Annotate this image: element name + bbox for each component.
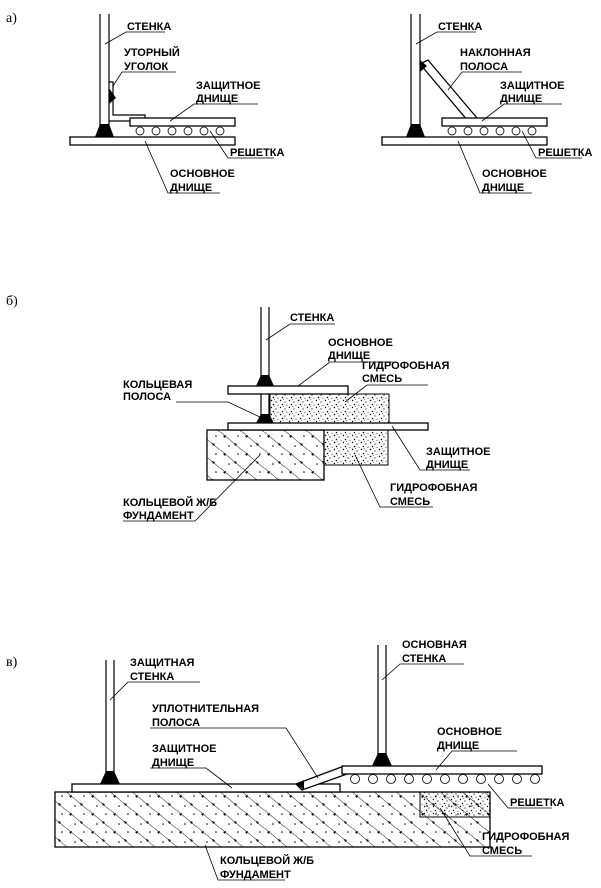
section-c-letter: в) [6, 655, 18, 670]
label-strip-line1: НАКЛОННАЯ [460, 47, 531, 59]
label-main-line1: ОСНОВНОЕ [328, 337, 393, 349]
label-foundation-line2: ФУНДАМЕНТ [220, 869, 291, 881]
label-hydro-upper-line1: ГИДРОФОБНАЯ [362, 360, 449, 372]
weld-upper [256, 375, 274, 386]
label-protective-wall-line1: ЗАЩИТНАЯ [130, 657, 195, 669]
wall-plate [260, 307, 270, 423]
ring-foundation [54, 791, 491, 848]
label-wall: СТЕНКА [290, 312, 334, 324]
label-hydro-lower-line2: СМЕСЬ [390, 496, 430, 508]
leaders [104, 31, 274, 194]
label-protective-line1: ЗАЩИТНОЕ [196, 80, 261, 92]
wall-plate [410, 14, 421, 137]
label-seal-line1: УПЛОТНИТЕЛЬНАЯ [152, 703, 259, 715]
main-bottom-plate [381, 136, 548, 146]
label-grid: РЕШЕТКА [230, 147, 284, 159]
sealing-weld [296, 780, 304, 790]
grid-bars [447, 126, 537, 136]
weld-bead [95, 124, 114, 137]
label-protective-line2: ДНИЩЕ [196, 93, 238, 105]
label-angle-line2: УГОЛОК [124, 61, 168, 73]
label-main-line2: ДНИЩЕ [482, 182, 524, 194]
section-a-letter: а) [6, 11, 17, 26]
label-foundation-line1: КОЛЬЦЕВОЙ Ж/Б [220, 854, 314, 867]
grid-bars [135, 126, 225, 136]
label-protective-bottom-line1: ЗАЩИТНОЕ [152, 743, 217, 755]
protective-wall-plate [105, 660, 115, 784]
label-protective-line1: ЗАЩИТНОЕ [500, 80, 565, 92]
ring-foundation [206, 429, 325, 481]
label-angle-line1: УТОРНЫЙ [124, 46, 180, 59]
bottom-angle [109, 81, 146, 122]
hydrophobic-mix-lower [323, 429, 389, 466]
main-wall-plate [377, 645, 387, 766]
weld-lower [256, 414, 274, 423]
protective-bottom-plate [441, 117, 548, 127]
section-c-detail: ЗАЩИТНАЯ СТЕНКА ОСНОВНАЯ СТЕНКА УПЛОТНИТ… [54, 639, 569, 881]
label-grid: РЕШЕТКА [538, 147, 592, 159]
section-b-letter: б) [6, 294, 18, 309]
label-hydro-line1: ГИДРОФОБНАЯ [482, 831, 569, 843]
label-protective-line2: ДНИЩЕ [500, 93, 542, 105]
label-wall: СТЕНКА [127, 21, 171, 33]
protective-wall-weld [100, 771, 120, 784]
hydrophobic-mix-upper [269, 393, 390, 424]
label-foundation-line2: ФУНДАМЕНТ [123, 510, 194, 522]
label-hydro-lower-line1: ГИДРОФОБНАЯ [390, 482, 477, 494]
label-main-line1: ОСНОВНОЕ [170, 168, 235, 180]
main-wall-weld [372, 753, 392, 766]
label-foundation-line1: КОЛЬЦЕВОЙ Ж/Б [123, 496, 217, 509]
wall-plate [99, 14, 110, 137]
label-strip-line2: ПОЛОСА [460, 61, 508, 73]
weld-bead [406, 124, 425, 137]
label-hydro-upper-line2: СМЕСЬ [362, 373, 402, 385]
label-main-wall-line2: СТЕНКА [402, 653, 446, 665]
label-protective-wall-line2: СТЕНКА [130, 671, 174, 683]
label-grid: РЕШЕТКА [510, 797, 564, 809]
leaders [415, 31, 582, 194]
label-main-wall-line1: ОСНОВНАЯ [402, 639, 467, 651]
main-bottom-plate [69, 136, 236, 146]
main-bottom-plate [341, 765, 543, 775]
section-a-right-detail: СТЕНКА НАКЛОННАЯ ПОЛОСА ЗАЩИТНОЕ ДНИЩЕ Р… [381, 14, 592, 194]
label-seal-line2: ПОЛОСА [152, 717, 200, 729]
section-b-detail: СТЕНКА ОСНОВНОЕ ДНИЩЕ КОЛЬЦЕВАЯ ПОЛОСА Г… [123, 307, 491, 522]
leaders [123, 323, 470, 522]
label-main-line1: ОСНОВНОЕ [482, 168, 547, 180]
main-bottom-plate [227, 385, 349, 395]
label-main-bottom-line2: ДНИЩЕ [437, 740, 479, 752]
section-a-left-detail: СТЕНКА УТОРНЫЙ УГОЛОК ЗАЩИТНОЕ ДНИЩЕ РЕШ… [69, 14, 284, 194]
protective-bottom-plate [129, 117, 236, 127]
label-protective-line1: ЗАЩИТНОЕ [426, 446, 491, 458]
label-main-line2: ДНИЩЕ [170, 182, 212, 194]
hydrophobic-mix [419, 791, 491, 818]
label-hydro-line2: СМЕСЬ [482, 845, 522, 857]
protective-bottom-plate [71, 783, 341, 793]
label-main-bottom-line1: ОСНОВНОЕ [437, 726, 502, 738]
label-protective-line2: ДНИЩЕ [426, 459, 468, 471]
label-ring-strip-line2: ПОЛОСА [123, 391, 171, 403]
protective-bottom-plate [227, 422, 429, 431]
leaders [109, 663, 552, 881]
grid-bars [350, 774, 540, 784]
label-ring-strip-line1: КОЛЬЦЕВАЯ [123, 379, 192, 391]
label-main-line2: ДНИЩЕ [328, 350, 370, 362]
label-wall: СТЕНКА [438, 21, 482, 33]
label-protective-bottom-line2: ДНИЩЕ [152, 757, 194, 769]
